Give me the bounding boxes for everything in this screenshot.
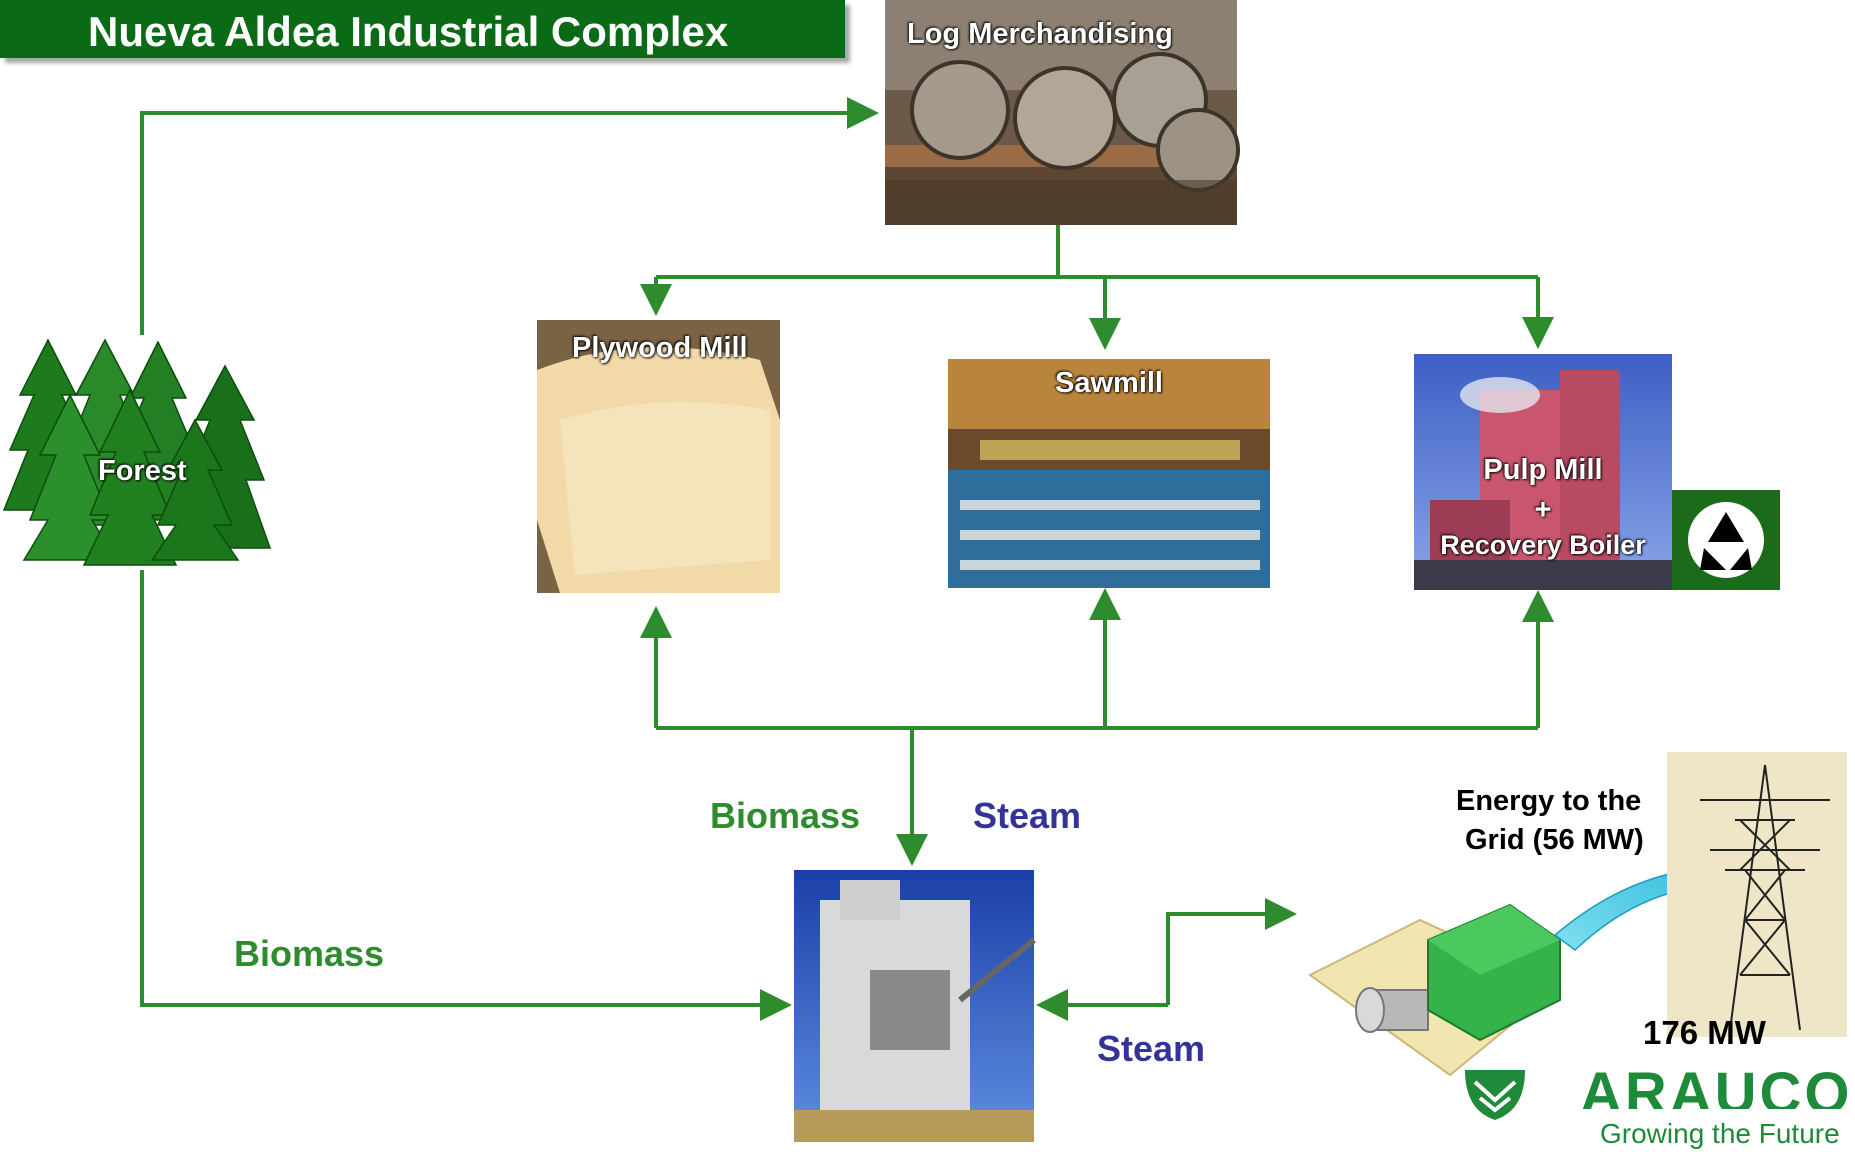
biomass-label-center: Biomass	[710, 795, 861, 836]
turbine-icon	[1308, 903, 1562, 1077]
recovery-boiler-label: Recovery Boiler	[1440, 530, 1646, 560]
biomass-label-left: Biomass	[234, 933, 385, 974]
flow-forest-to-boiler	[140, 570, 792, 1021]
plywood-mill-label: Plywood Mill	[572, 332, 748, 364]
steam-label-bottom: Steam	[1097, 1028, 1206, 1069]
page-title: Nueva Aldea Industrial Complex	[88, 8, 729, 55]
arauco-logo-icon	[1465, 1070, 1525, 1120]
forest-tree-icons	[2, 338, 272, 566]
recycle-icon	[1672, 490, 1780, 590]
tree-icon	[82, 388, 178, 566]
sawmill-label: Sawmill	[1055, 367, 1163, 399]
node-sawmill: Sawmill	[948, 359, 1270, 588]
tree-icon	[150, 418, 240, 561]
log-merchandising-photo	[885, 0, 1240, 225]
log-merchandising-label: Log Merchandising	[907, 18, 1173, 50]
node-pulp-mill: Pulp Mill + Recovery Boiler	[1414, 354, 1672, 590]
total-mw-label: 176 MW	[1643, 1014, 1766, 1051]
title-banner: Nueva Aldea Industrial Complex	[0, 0, 845, 58]
power-tower-icon	[1667, 752, 1847, 1037]
flow-forest-to-log	[140, 97, 879, 335]
tree-icon	[22, 393, 118, 561]
sawmill-photo	[948, 359, 1270, 588]
steam-label-center: Steam	[973, 795, 1082, 836]
energy-grid-line2: Grid (56 MW)	[1465, 824, 1644, 856]
plywood-mill-photo	[537, 320, 780, 593]
flow-boiler-to-turbine	[1166, 898, 1297, 1005]
pulp-mill-photo	[1414, 354, 1672, 590]
energy-grid-line1: Energy to the	[1456, 785, 1642, 817]
node-plywood-mill: Plywood Mill	[537, 320, 780, 593]
pulp-mill-label: Pulp Mill	[1483, 454, 1603, 486]
brand-name: ARAUCO	[1580, 1061, 1853, 1109]
brand-tagline: Growing the Future	[1600, 1118, 1840, 1149]
node-log-merchandising: Log Merchandising	[885, 0, 1237, 225]
pulp-plus-label: +	[1534, 494, 1552, 526]
boiler-building-photo	[794, 870, 1036, 1142]
forest-label: Forest	[98, 455, 187, 487]
